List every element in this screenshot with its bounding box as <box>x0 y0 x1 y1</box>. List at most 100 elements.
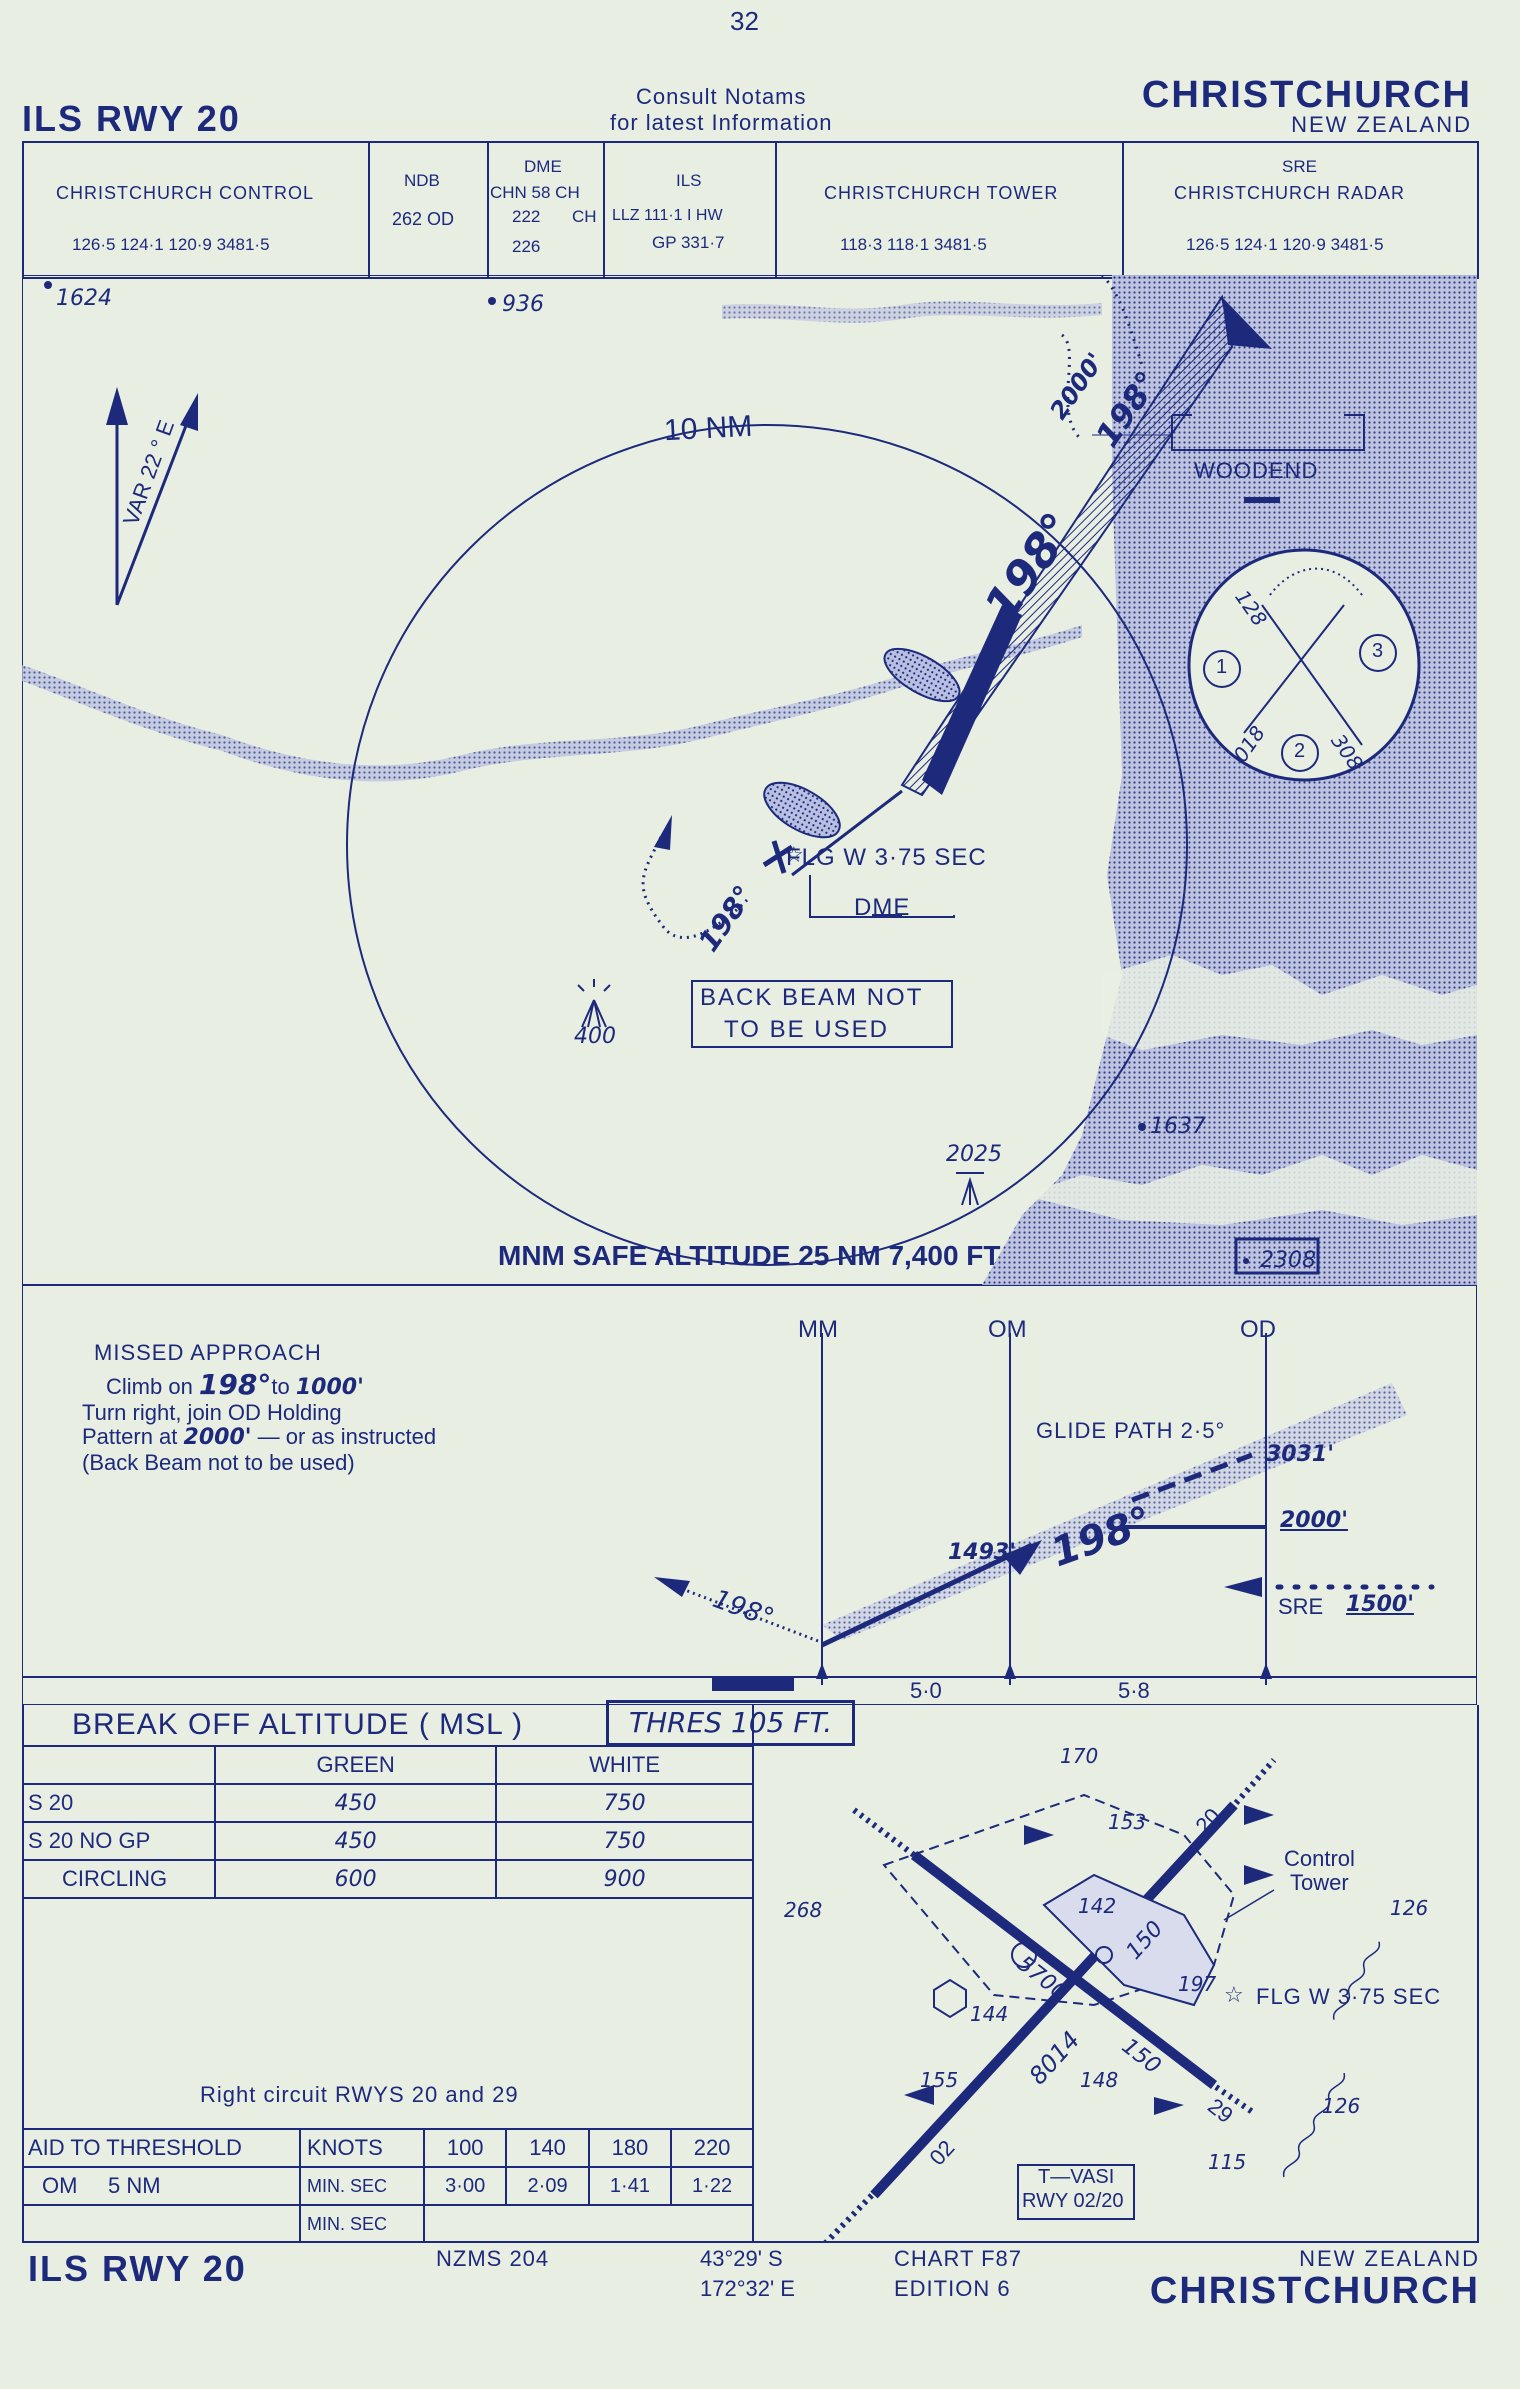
ad-spot-142: 142 <box>1078 1894 1117 1918</box>
tvasi-1: T—VASI <box>1038 2166 1115 2188</box>
table-row: S 20 450 750 <box>22 1783 752 1823</box>
col-white: WHITE <box>495 1745 752 1785</box>
spot-1624: 1624 <box>56 286 112 311</box>
city-top: CHRISTCHURCH <box>1141 74 1472 116</box>
aerodrome-diagram <box>823 1758 1381 2241</box>
chart-title-bottom: ILS RWY 20 <box>28 2248 247 2289</box>
ad-spot-153: 153 <box>1108 1810 1147 1834</box>
spot-1637: 1637 <box>1150 1114 1206 1139</box>
back-beam-1: BACK BEAM NOT <box>700 984 924 1011</box>
comm-frequency-box: CHRISTCHURCH CONTROL 126·5 124·1 120·9 3… <box>22 141 1479 279</box>
runway-11-29 <box>910 1851 1218 2089</box>
10nm-ring <box>346 424 1188 1266</box>
profile-view <box>22 1285 1477 1705</box>
map-ref: NZMS 204 <box>436 2246 550 2271</box>
od-label: OD <box>1240 1316 1276 1343</box>
dme-line2b: CH <box>572 207 597 226</box>
sre-alt: 1500' <box>1346 1592 1414 1617</box>
control-tower-1: Control <box>1284 1846 1355 1871</box>
ad-spot-170: 170 <box>1060 1744 1099 1768</box>
alt-2000: 2000' <box>1280 1508 1348 1533</box>
ad-flg: FLG W 3·75 SEC <box>1256 1984 1442 2009</box>
ndb-label: NDB <box>404 171 440 190</box>
ad-spot-115: 115 <box>1208 2150 1247 2174</box>
spot-400: 400 <box>574 1024 616 1049</box>
minima-title: BREAK OFF ALTITUDE ( MSL ) <box>72 1708 524 1741</box>
lower-section-frame <box>22 1705 1479 2243</box>
control-freqs: 126·5 124·1 120·9 3481·5 <box>72 235 270 254</box>
sea-area <box>982 275 1477 1285</box>
ring-label: 10 NM <box>663 409 754 448</box>
magnetic-north-arrow <box>180 393 198 431</box>
back-beam-2: TO BE USED <box>724 1016 889 1043</box>
sre-profile-label: SRE <box>1278 1594 1324 1619</box>
spot-2308: 2308 <box>1260 1248 1316 1273</box>
longitude: 172°32' E <box>700 2276 795 2301</box>
table-row: CIRCLING 600 900 <box>22 1859 752 1899</box>
hold-2: 2 <box>1294 740 1306 762</box>
ils-line1: LLZ 111·1 I HW <box>612 207 723 224</box>
ad-spot-144: 144 <box>970 2002 1009 2026</box>
river <box>22 625 1082 782</box>
flg-beacon: FLG W 3·75 SEC <box>786 844 987 871</box>
ndb-value: 262 OD <box>392 209 455 229</box>
missed-line4: (Back Beam not to be used) <box>82 1450 355 1475</box>
woodend-label: WOODEND <box>1194 458 1319 483</box>
sre-label: SRE <box>1282 157 1317 176</box>
break-off-table: GREEN WHITE S 20 450 750 S 20 NO GP 450 … <box>22 1745 752 1899</box>
dme-label: DME <box>524 157 562 176</box>
circuit-note: Right circuit RWYS 20 and 29 <box>200 2082 519 2107</box>
chart-number: CHART F87 <box>894 2246 1023 2271</box>
alt-3031: 3031' <box>1266 1442 1334 1467</box>
distance-om: 5·0 <box>910 1678 942 1703</box>
table-row: S 20 NO GP 450 750 <box>22 1821 752 1861</box>
runway-02-20 <box>870 1801 1238 2199</box>
ad-spot-126a: 126 <box>1390 1896 1429 1920</box>
hold-1: 1 <box>1216 656 1228 678</box>
col-green: GREEN <box>213 1745 498 1785</box>
dme-line3: 226 <box>512 237 541 256</box>
obstacle-2025-icon <box>956 1172 984 1206</box>
missed-line1: Climb on 198°to 1000' <box>106 1368 364 1401</box>
minima-divider <box>752 1705 754 2243</box>
thres-box: THRES 105 FT. <box>606 1700 856 1746</box>
hexagon-icon <box>933 1978 967 2019</box>
star-icon: ☆ <box>784 842 804 867</box>
ad-star-icon: ☆ <box>1224 1982 1244 2007</box>
page-number: 32 <box>730 6 759 36</box>
ad-spot-197: 197 <box>1178 1972 1217 1996</box>
country-bottom: NEW ZEALAND <box>1299 2246 1480 2271</box>
distance-od: 5·8 <box>1118 1678 1150 1703</box>
tvasi-2: RWY 02/20 <box>1022 2190 1124 2212</box>
missed-title: MISSED APPROACH <box>94 1340 322 1365</box>
outer-marker-lobe <box>883 647 961 703</box>
control-name: CHRISTCHURCH CONTROL <box>56 183 314 203</box>
chart-title-top: ILS RWY 20 <box>22 98 241 139</box>
latitude: 43°29' S <box>700 2246 783 2271</box>
ad-spot-155: 155 <box>920 2068 959 2092</box>
city-bottom: CHRISTCHURCH <box>1149 2270 1480 2312</box>
control-tower-2: Tower <box>1290 1870 1349 1895</box>
notams-line2: for latest Information <box>610 110 833 135</box>
missed-approach-track <box>671 1583 819 1643</box>
ad-spot-148: 148 <box>1080 2068 1119 2092</box>
hold-3: 3 <box>1372 640 1384 662</box>
sre-name: CHRISTCHURCH RADAR <box>1174 183 1406 203</box>
om-label: OM <box>988 1316 1027 1343</box>
edition: EDITION 6 <box>894 2276 1011 2301</box>
middle-marker-lobe <box>763 781 841 839</box>
dme-box-label: DME <box>854 894 911 921</box>
missed-line2: Turn right, join OD Holding <box>82 1400 342 1425</box>
mm-label: MM <box>798 1316 838 1343</box>
missed-line3: Pattern at 2000' — or as instructed <box>82 1424 437 1450</box>
spot-936: 936 <box>502 292 544 317</box>
spot-2025: 2025 <box>946 1142 1002 1167</box>
notams-line1: Consult Notams <box>636 84 807 109</box>
obstacle-400-icon <box>577 979 611 1028</box>
dme-line2: 222 <box>512 207 541 226</box>
alt-1493: 1493' <box>948 1540 1016 1565</box>
ils-line2: GP 331·7 <box>652 233 725 252</box>
glide-path-label: GLIDE PATH 2·5° <box>1036 1418 1226 1443</box>
sre-freqs: 126·5 124·1 120·9 3481·5 <box>1186 235 1384 254</box>
ad-spot-126b: 126 <box>1322 2094 1361 2118</box>
